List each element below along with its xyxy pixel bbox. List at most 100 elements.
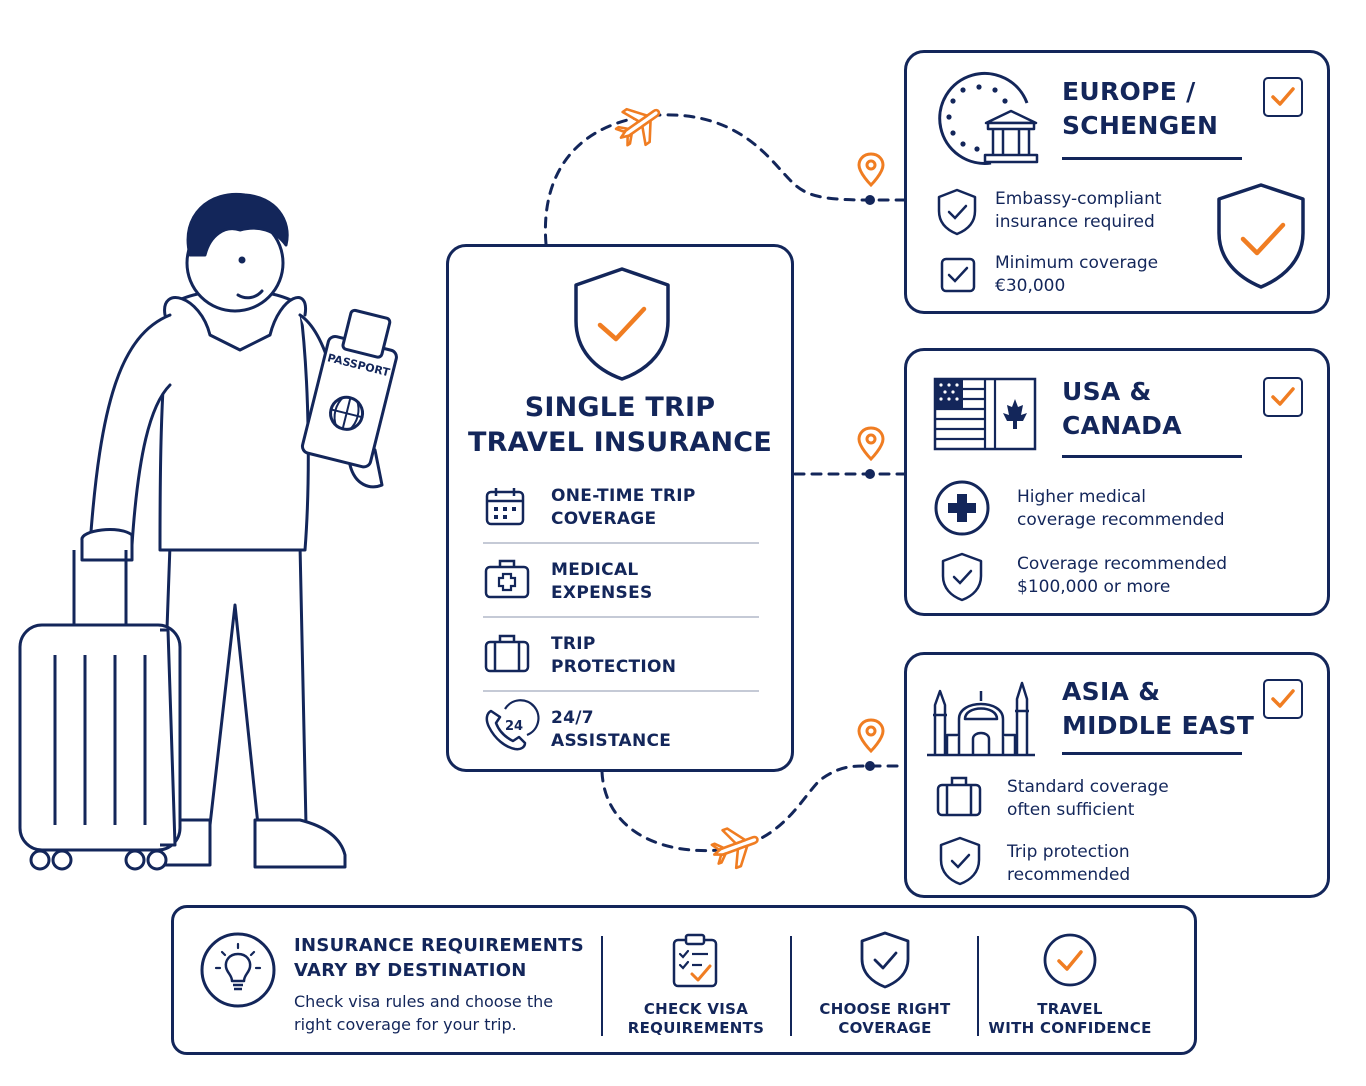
briefcase-icon <box>484 634 530 673</box>
feature-line: ONE-TIME TRIP <box>551 486 696 506</box>
footer-heading-line: INSURANCE REQUIREMENTS <box>294 935 585 956</box>
usa-canada-flags-icon <box>933 377 1037 451</box>
step-label-line: CHECK VISA <box>643 1000 749 1018</box>
footer-divider <box>977 936 979 1036</box>
step-label-line: REQUIREMENTS <box>627 1019 765 1037</box>
medical-cross-icon <box>934 480 990 536</box>
briefcase-icon <box>936 776 982 817</box>
feature-line: ASSISTANCE <box>551 731 672 751</box>
footer-heading: INSURANCE REQUIREMENTS VARY BY DESTINATI… <box>294 933 594 983</box>
shield-check-icon <box>939 836 981 886</box>
requirement-line: Embassy-compliant <box>995 189 1162 209</box>
divider <box>483 690 759 692</box>
footer-text: Check visa rules and choose the right co… <box>294 990 594 1036</box>
requirement-line: insurance required <box>995 212 1155 232</box>
requirement-line: Standard coverage <box>1007 777 1169 797</box>
step-label: CHOOSE RIGHT COVERAGE <box>795 1000 975 1038</box>
divider <box>483 616 759 618</box>
svg-text:24: 24 <box>505 719 523 734</box>
step-label: TRAVEL WITH CONFIDENCE <box>980 1000 1160 1038</box>
region-card-usa-canada: USA & CANADA Higher medical coverage rec… <box>904 348 1330 616</box>
feature-line: EXPENSES <box>551 583 653 603</box>
region-checkbox[interactable] <box>1263 377 1303 417</box>
requirement-line: Higher medical <box>1017 487 1146 507</box>
region-title-line: ASIA & <box>1062 677 1161 706</box>
step-label-line: TRAVEL <box>1037 1000 1103 1018</box>
card-title-line1: SINGLE TRIP <box>524 392 716 423</box>
first-aid-kit-icon <box>484 559 530 599</box>
footer-banner: INSURANCE REQUIREMENTS VARY BY DESTINATI… <box>171 905 1197 1055</box>
requirement-line: often sufficient <box>1007 800 1135 820</box>
footer-divider <box>601 936 603 1036</box>
requirement-line: recommended <box>1007 865 1131 885</box>
region-card-europe: EUROPE / SCHENGEN Embassy-compliant insu… <box>904 50 1330 314</box>
feature-label: MEDICAL EXPENSES <box>551 559 771 605</box>
region-card-asia-middle-east: ASIA & MIDDLE EAST Standard coverage oft… <box>904 652 1330 898</box>
eu-stars-bank-icon <box>938 71 1039 165</box>
shield-check-icon <box>937 188 977 236</box>
region-requirement: Coverage recommended $100,000 or more <box>1017 553 1277 599</box>
region-checkbox[interactable] <box>1263 77 1303 117</box>
feature-line: MEDICAL <box>551 560 639 580</box>
footer-heading-line: VARY BY DESTINATION <box>294 960 527 981</box>
divider <box>483 542 759 544</box>
region-requirement: Trip protection recommended <box>1007 841 1267 887</box>
requirement-line: Coverage recommended <box>1017 554 1228 574</box>
region-title-line: SCHENGEN <box>1062 111 1219 140</box>
region-requirement: Standard coverage often sufficient <box>1007 776 1267 822</box>
region-title-line: CANADA <box>1062 411 1182 440</box>
feature-line: 24/7 <box>551 708 594 728</box>
step-label-line: WITH CONFIDENCE <box>988 1019 1152 1037</box>
region-requirement: Minimum coverage €30,000 <box>995 252 1255 298</box>
checkmark-icon <box>1271 689 1295 708</box>
title-underline <box>1062 455 1242 458</box>
shield-check-icon <box>574 267 670 381</box>
airplane-icon <box>614 107 661 147</box>
lightbulb-icon <box>200 932 276 1008</box>
location-pin-icon <box>857 152 885 188</box>
checkmark-icon <box>1271 387 1295 406</box>
requirement-line: Minimum coverage <box>995 253 1159 273</box>
region-title-line: USA & <box>1062 377 1152 406</box>
footer-text-line: right coverage for your trip. <box>294 1015 517 1034</box>
airplane-icon <box>710 827 759 870</box>
single-trip-card: SINGLE TRIP TRAVEL INSURANCE ONE-TIME TR… <box>446 244 794 772</box>
requirement-line: coverage recommended <box>1017 510 1225 530</box>
phone-24-icon: 24 <box>485 699 540 751</box>
card-title-line2: TRAVEL INSURANCE <box>468 427 772 458</box>
feature-line: PROTECTION <box>551 657 677 677</box>
clipboard-check-icon <box>672 933 718 988</box>
footer-divider <box>790 936 792 1036</box>
footer-text-line: Check visa rules and choose the <box>294 992 554 1011</box>
mosque-icon <box>927 681 1035 757</box>
shield-check-icon <box>860 931 910 989</box>
title-underline <box>1062 157 1242 160</box>
region-title: EUROPE / SCHENGEN <box>1062 75 1218 143</box>
region-title-line: MIDDLE EAST <box>1062 711 1255 740</box>
region-title: USA & CANADA <box>1062 375 1182 443</box>
checkmark-icon <box>1271 87 1295 106</box>
location-pin-icon <box>857 718 885 754</box>
large-shield-check-icon <box>1217 183 1305 289</box>
region-title-line: EUROPE / <box>1062 77 1196 106</box>
region-checkbox[interactable] <box>1263 679 1303 719</box>
circle-check-icon <box>1043 933 1097 987</box>
title-underline <box>1062 752 1242 755</box>
feature-line: TRIP <box>551 634 596 654</box>
calendar-icon <box>485 488 525 526</box>
step-label-line: CHOOSE RIGHT <box>819 1000 951 1018</box>
feature-label: ONE-TIME TRIP COVERAGE <box>551 485 771 531</box>
shield-check-icon <box>941 552 983 602</box>
requirement-line: $100,000 or more <box>1017 577 1171 597</box>
region-title: ASIA & MIDDLE EAST <box>1062 675 1254 743</box>
location-pin-icon <box>857 426 885 462</box>
feature-label: 24/7 ASSISTANCE <box>551 707 771 753</box>
traveler-illustration: PASSPORT <box>18 192 398 871</box>
step-label: CHECK VISA REQUIREMENTS <box>606 1000 786 1038</box>
step-label-line: COVERAGE <box>838 1019 932 1037</box>
requirement-line: €30,000 <box>995 276 1066 296</box>
checkbox-icon <box>940 257 976 293</box>
feature-line: COVERAGE <box>551 509 657 529</box>
feature-label: TRIP PROTECTION <box>551 633 771 679</box>
